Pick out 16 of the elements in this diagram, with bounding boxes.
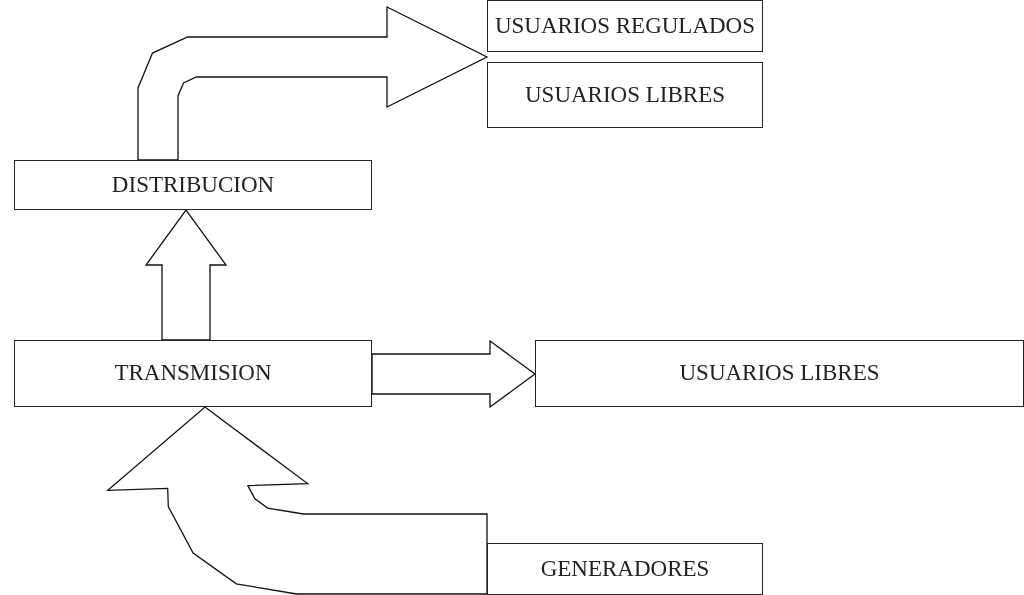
box-label: USUARIOS REGULADOS	[494, 11, 756, 40]
label-box	[14, 340, 372, 407]
box-label: DISTRIBUCION	[111, 170, 275, 199]
block-arrow	[371, 339, 537, 409]
box-label: USUARIOS LIBRES	[679, 359, 880, 388]
label-box	[487, 62, 763, 128]
block-arrow	[137, 5, 489, 161]
label-box	[14, 160, 372, 210]
block-arrow	[144, 208, 228, 341]
label-box	[487, 0, 763, 52]
box-label: USUARIOS LIBRES	[525, 80, 725, 109]
label-box	[487, 543, 763, 595]
label-box	[535, 340, 1024, 407]
box-label: GENERADORES	[540, 554, 710, 583]
block-arrow	[105, 406, 488, 595]
box-label: TRANSMISION	[114, 359, 272, 388]
